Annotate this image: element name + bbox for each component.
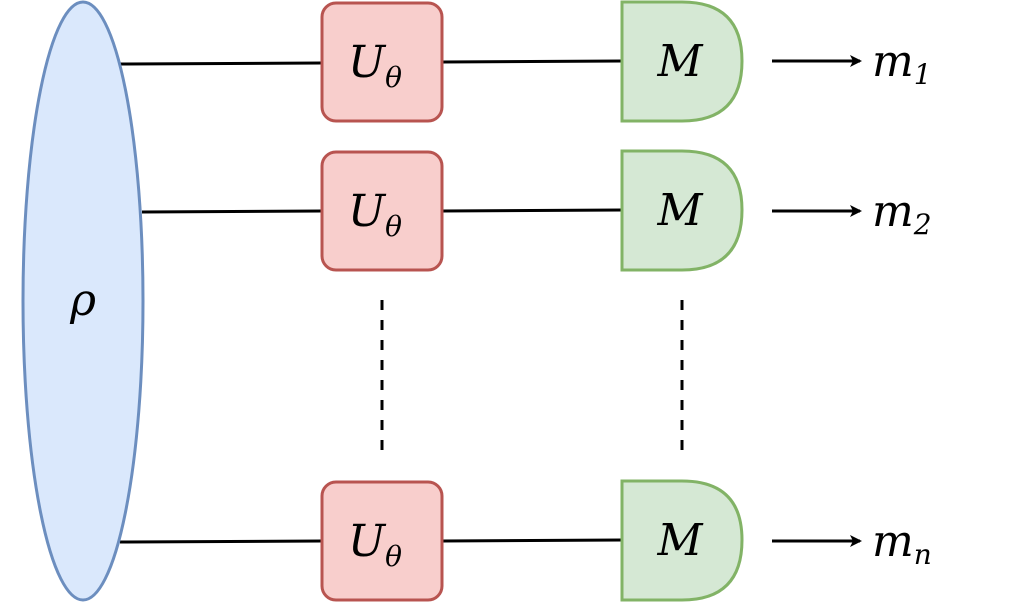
gate-box bbox=[320, 150, 444, 272]
wire-state-to-gate-2 bbox=[141, 209, 323, 214]
wire-state-to-gate-1 bbox=[119, 61, 323, 66]
wire-gate-to-measure-1 bbox=[441, 59, 623, 64]
measurement-label: M bbox=[656, 515, 703, 566]
state-ellipse bbox=[21, 0, 145, 602]
svg-text:Uθ: Uθ bbox=[348, 516, 402, 573]
gate-subscript: θ bbox=[385, 210, 402, 243]
measurement-label: M bbox=[656, 185, 703, 236]
state-label: ρ bbox=[69, 275, 96, 326]
gate-label: U bbox=[348, 516, 387, 567]
measurement-shape bbox=[620, 479, 744, 602]
gate-label: U bbox=[348, 37, 387, 88]
gate-box bbox=[320, 480, 444, 602]
measurement-2: M bbox=[620, 149, 744, 272]
gate-2: Uθ bbox=[320, 150, 444, 272]
svg-text:Uθ: Uθ bbox=[348, 186, 402, 243]
measurement-1: M bbox=[620, 0, 744, 123]
output-label-1: m1 bbox=[872, 36, 932, 91]
wire-state-to-gate-n bbox=[119, 539, 323, 544]
gate-1: Uθ bbox=[320, 1, 444, 123]
measurement-label: M bbox=[656, 36, 703, 87]
wire-gate-to-measure-2 bbox=[441, 208, 623, 213]
state-rho: ρ bbox=[21, 0, 145, 602]
gate-subscript: θ bbox=[385, 540, 402, 573]
gate-label: U bbox=[348, 186, 387, 237]
gate-box bbox=[320, 1, 444, 123]
measurement-shape bbox=[620, 149, 744, 272]
measurement-n: M bbox=[620, 479, 744, 602]
wire-gate-to-measure-n bbox=[441, 538, 623, 543]
gate-n: Uθ bbox=[320, 480, 444, 602]
gate-subscript: θ bbox=[385, 61, 402, 94]
measurement-shape bbox=[620, 0, 744, 123]
svg-text:Uθ: Uθ bbox=[348, 37, 402, 94]
output-label-2: m2 bbox=[872, 186, 932, 241]
output-label-n: mn bbox=[872, 516, 932, 571]
